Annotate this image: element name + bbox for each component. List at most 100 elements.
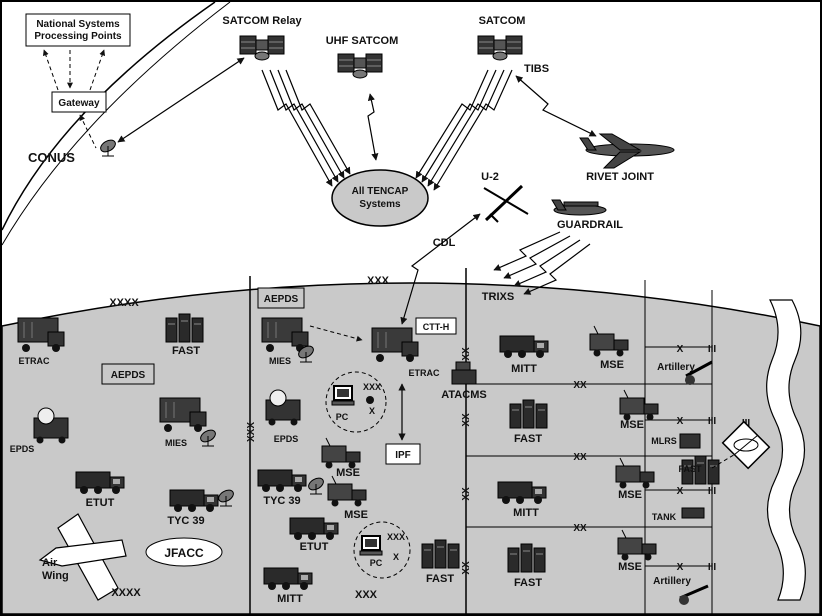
national-points-box [25,13,131,47]
fast3-brigade-icon [507,543,546,573]
etut-division-label: ETUT [300,541,329,553]
mlrs-launcher-icon [679,433,701,449]
etrac-division-label: ETRAC [409,368,440,378]
link-gateway-nsp-1 [42,49,59,91]
space-arc-outer [1,1,216,231]
space-arc-inner [1,1,231,246]
iii-2-echelon: III [708,416,717,427]
feba-band [766,299,806,601]
cdl-link [400,213,481,325]
xx-row2-echelon: XX [573,452,587,463]
artillery1-gun-icon [685,360,713,385]
pc1-xxx-echelon: XXX [363,382,381,392]
mse2-division-label: MSE [344,509,368,521]
mse1-brigade-label: MSE [600,359,624,371]
fast1-brigade-icon [509,399,548,429]
mse3-brigade-label: MSE [618,489,642,501]
xx-vertical-echelon-1: XX [461,347,472,361]
iii-1-echelon: III [708,344,717,355]
u2-label: U-2 [481,171,499,183]
epds-corps-label: EPDS [10,444,35,454]
artillery2-gun-icon [679,584,709,605]
mies-corps-label: MIES [165,438,187,448]
pc2-xxx-echelon: XXX [387,532,405,542]
aepds-division-box [257,287,305,309]
x-mse-echelon: X [677,416,684,427]
mse2-brigade-label: MSE [620,419,644,431]
jfacc-label: JFACC [164,546,204,560]
xxx-bottom-echelon: XXX [355,589,378,601]
gateway-box [51,91,107,113]
link-gateway-nsp-3 [89,49,106,91]
ctth-box [415,317,457,335]
pc1-dot [366,396,374,404]
mse4-brigade-label: MSE [618,561,642,573]
pc2-label: PC [370,558,383,568]
gateway-label: Gateway [58,98,100,109]
ctth-label: CTT-H [423,322,450,332]
trixs-label: TRIXS [482,291,514,303]
satcom-beam-group [415,69,513,191]
pc2-circle [353,521,411,579]
tank-label: TANK [652,512,677,522]
fast-division-label: FAST [426,573,454,585]
pc2-x-echelon: X [393,552,399,562]
ipf-label: IPF [395,450,411,461]
iii-4-echelon: III [708,562,717,573]
artillery1-label: Artillery [657,362,695,373]
x-artillery1-echelon: X [677,344,684,355]
mitt1-brigade-label: MITT [511,363,537,375]
fast3-brigade-label: FAST [514,577,542,589]
aepds-division-label: AEPDS [264,294,299,305]
pc2-icon [359,535,383,556]
enemy-armor-ellipse [733,438,759,452]
guardrail-aircraft-icon [551,199,607,216]
conus-label: CONUS [28,150,75,165]
enemy-unit-slash [733,434,759,456]
iii-3-echelon: III [708,486,717,497]
xx-row3-echelon: XX [573,523,587,534]
aepds-corps-box [101,363,155,385]
tyc39-division-label: TYC 39 [263,495,300,507]
fast-corps-label: FAST [172,345,200,357]
rivet-joint-aircraft-icon [579,133,675,169]
fast-corps-icon [165,313,204,343]
relay-beam-group [261,69,351,187]
ipf-box [385,443,421,465]
satcom-label: SATCOM [479,15,526,27]
uhf-satcom-label: UHF SATCOM [326,35,399,47]
all-tencap-ellipse [331,169,429,227]
tibs-label: TIBS [524,63,549,75]
link-gateway-conus [79,114,97,149]
fast2-brigade-label: FAST [678,464,702,474]
mies-division-label: MIES [269,356,291,366]
tibs-rivet-link [515,75,597,137]
pc1-icon [331,385,355,406]
xx-row1-echelon: XX [573,380,587,391]
artillery2-label: Artillery [653,576,691,587]
epds-division-label: EPDS [274,434,299,444]
xxxx-bottom-echelon: XXXX [111,587,141,599]
tyc39-corps-label: TYC 39 [167,515,204,527]
atacms-launcher-icon [451,361,477,385]
aepds-corps-label: AEPDS [111,370,146,381]
etrac-corps-label: ETRAC [19,356,50,366]
xxx-vertical-echelon: XXX [246,422,257,442]
pc1-x-echelon: X [369,406,375,416]
mitt2-brigade-label: MITT [513,507,539,519]
fast-division-icon [421,539,460,569]
pc1-label: PC [336,412,349,422]
link-mies-etrac [309,325,363,342]
guardrail-beam-group [493,231,591,295]
etut-corps-label: ETUT [86,497,115,509]
satcom-relay-label: SATCOM Relay [222,15,302,27]
xxx-top-echelon: XXX [367,275,390,287]
xxxx-top-echelon: XXXX [109,297,139,309]
xx-vertical-echelon-2: XX [461,413,472,427]
rivet-joint-label: RIVET JOINT [586,171,654,183]
